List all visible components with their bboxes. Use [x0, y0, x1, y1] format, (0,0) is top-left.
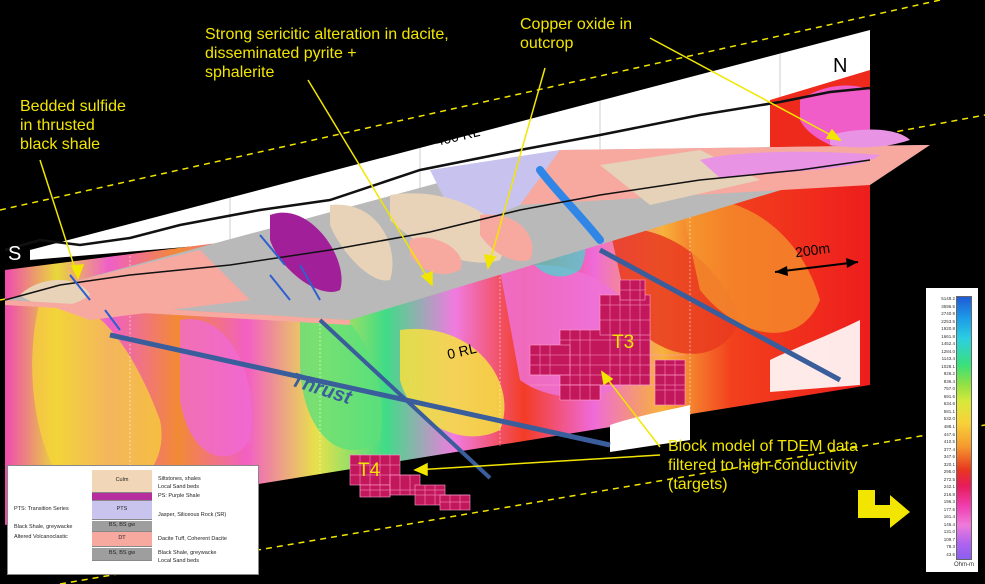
colorbar-tick: 320.1: [929, 462, 955, 467]
colorbar-tick: 196.3: [929, 499, 955, 504]
colorbar-unit: Ohm-m: [954, 562, 974, 568]
colorbar-tick: 2740.9: [929, 311, 955, 316]
label-south: S: [8, 243, 21, 266]
colorbar-tick: 1661.8: [929, 334, 955, 339]
colorbar-tick: 161.4: [929, 514, 955, 519]
colorbar-tick: 581.1: [929, 409, 955, 414]
colorbar-tick: 377.4: [929, 447, 955, 452]
colorbar-tick: 177.6: [929, 507, 955, 512]
colorbar-tick: 1284.0: [929, 349, 955, 354]
label-target-t3: T3: [612, 332, 634, 354]
legend-bsgw2-swatch: BS, BS gw: [92, 548, 152, 561]
legend-ps: PS: Purple Shale: [158, 493, 200, 499]
legend-pts: PTS: [92, 501, 152, 512]
annotation-sericitic-alteration: Strong sericitic alteration in dacite, d…: [205, 25, 449, 82]
legend-bs-left: Black Shale, greywacke: [14, 524, 72, 530]
label-north: N: [833, 55, 847, 78]
colorbar-tick: 447.6: [929, 432, 955, 437]
colorbar-tick: 836.4: [929, 379, 955, 384]
annotation-copper-oxide: Copper oxide in outcrop: [520, 15, 632, 53]
colorbar-tick: 3596.5: [929, 304, 955, 309]
colorbar-tick: 1028.1: [929, 364, 955, 369]
colorbar-tick: 242.1: [929, 484, 955, 489]
legend-dt-swatch: DT: [92, 532, 152, 547]
colorbar-tick: 1143.4: [929, 356, 955, 361]
colorbar-tick: 757.0: [929, 386, 955, 391]
legend-culm-desc: Siltstones, shales: [158, 476, 201, 482]
legend-altered: Altered Volcanoclastic: [14, 534, 68, 540]
legend-bs-right: Black Shale, greywacke: [158, 550, 216, 556]
legend-culm-swatch: Culm: [92, 470, 152, 493]
colorbar-tick: 532.0: [929, 416, 955, 421]
label-target-t4: T4: [358, 460, 380, 482]
colorbar-tick: 146.4: [929, 522, 955, 527]
annotation-block-model: Block model of TDEM data filtered to hig…: [668, 437, 858, 494]
legend-pts-series: PTS: Transition Series: [14, 506, 69, 512]
legend-dt: DT: [92, 532, 152, 541]
colorbar-tick: 634.6: [929, 401, 955, 406]
colorbar-tick: 109.7: [929, 537, 955, 542]
colorbar-tick: 216.8: [929, 492, 955, 497]
colorbar-tick: 2253.5: [929, 319, 955, 324]
legend: Culm Siltstones, shales Local Sand beds …: [7, 465, 259, 575]
colorbar-tick: 488.1: [929, 424, 955, 429]
legend-bsgw: BS, BS gw: [92, 521, 152, 528]
resistivity-colorbar: 5148.2 3596.5 2740.9 2253.5 1920.8 1661.8 1452…: [926, 288, 978, 572]
north-arrow-icon: [858, 490, 910, 528]
colorbar-tick: 410.5: [929, 439, 955, 444]
colorbar-tick: 5148.2: [929, 296, 955, 301]
legend-bsgw-swatch: BS, BS gw: [92, 521, 152, 532]
colorbar-tick: 78.3: [929, 544, 955, 549]
colorbar-tick: 43.6: [929, 552, 955, 557]
legend-jasper: Jasper, Siliceous Rock (SR): [158, 512, 226, 518]
legend-ps-swatch: [92, 493, 152, 501]
colorbar-tick: 1452.4: [929, 341, 955, 346]
legend-pts-swatch: PTS: [92, 501, 152, 520]
legend-dacite: Dacite Tuff, Coherent Dacite: [158, 536, 227, 542]
annotation-bedded-sulfide: Bedded sulfide in thrusted black shale: [20, 97, 126, 154]
legend-bsgw2: BS, BS gw: [92, 548, 152, 556]
colorbar-tick: 691.6: [929, 394, 955, 399]
colorbar-tick: 347.6: [929, 454, 955, 459]
legend-culm: Culm: [92, 470, 152, 483]
colorbar-tick: 295.0: [929, 469, 955, 474]
colorbar-tick: 1920.8: [929, 326, 955, 331]
colorbar-tick: 272.5: [929, 477, 955, 482]
legend-bs-sub: Local Sand beds: [158, 558, 199, 564]
colorbar-tick: 926.2: [929, 371, 955, 376]
legend-culm-sub: Local Sand beds: [158, 484, 199, 490]
colorbar-gradient: [956, 296, 972, 560]
colorbar-tick: 131.0: [929, 529, 955, 534]
